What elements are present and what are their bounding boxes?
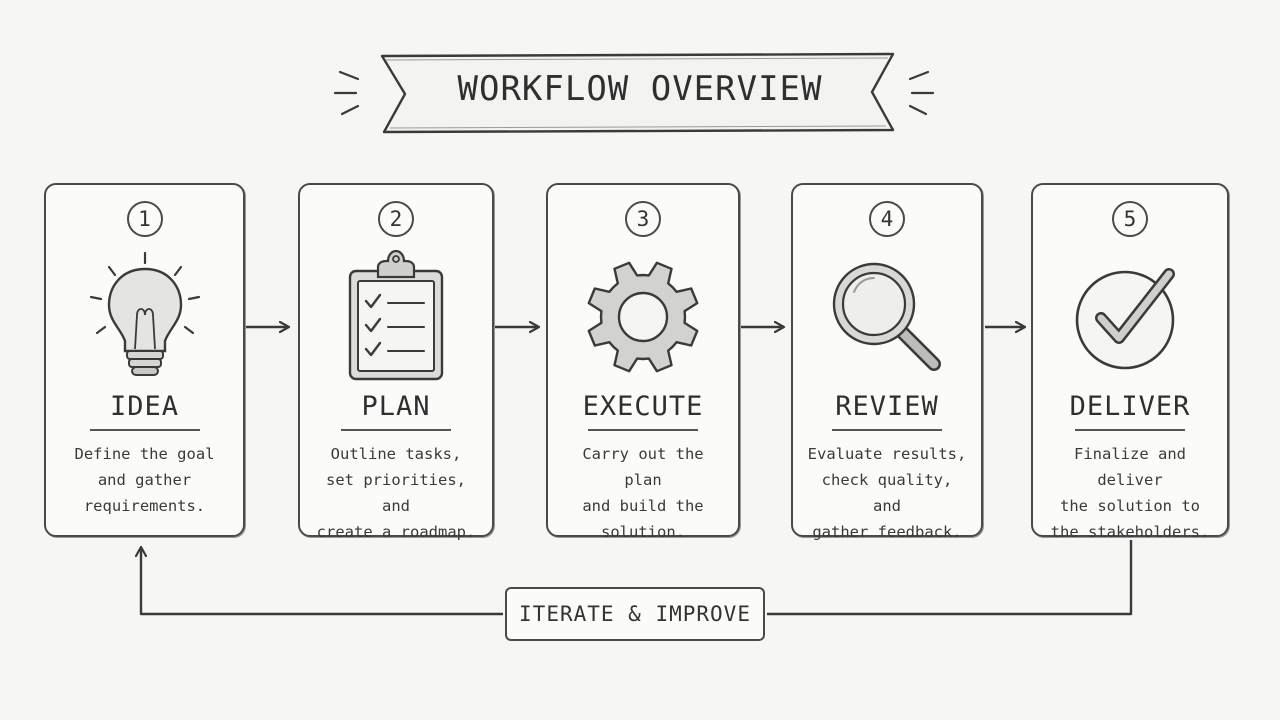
desc-line: and build the [582, 497, 704, 515]
step-number: 2 [378, 201, 414, 237]
desc-line: requirements. [83, 497, 206, 515]
title-underline [341, 429, 451, 431]
step-card-review: 4 REVIEW Evaluate results, check quality… [791, 183, 983, 541]
checkmark-circle-icon [1075, 268, 1175, 370]
desc-line: Finalize and deliver [1074, 445, 1186, 489]
title-banner: WORKFLOW OVERVIEW [390, 58, 890, 128]
magnifying-glass-icon [832, 262, 941, 371]
step-title: DELIVER [1069, 391, 1191, 422]
gear-icon [587, 261, 699, 373]
desc-line: Define the goal [74, 445, 215, 463]
desc-line: the stakeholders. [1050, 523, 1210, 541]
desc-line: Carry out the plan [582, 445, 704, 489]
step-title: EXECUTE [582, 391, 704, 422]
desc-line: solution. [601, 523, 685, 541]
desc-line: gather feedback. [812, 523, 962, 541]
lightbulb-icon [89, 251, 200, 376]
step-description: Define the goal and gather requirements. [58, 441, 231, 519]
step-description: Evaluate results, check quality, and gat… [805, 441, 969, 545]
desc-line: and gather [97, 471, 192, 489]
step-description: Finalize and deliver the solution to the… [1045, 441, 1215, 545]
step-number: 1 [126, 201, 163, 237]
step-number: 4 [869, 201, 905, 237]
step-title: PLAN [361, 391, 431, 422]
desc-line: check quality, and [821, 471, 953, 515]
step-description: Carry out the plan and build the solutio… [560, 441, 726, 545]
title-underline [588, 429, 698, 431]
desc-line: create a roadmap. [316, 523, 476, 541]
step-card-plan: 2 PLAN Outline tas [298, 183, 494, 541]
step-card-execute: 3 EXECUTE Carry out the plan and build t… [546, 183, 740, 541]
step-card-deliver: 5 DELIVER Finalize and deliver the solut… [1031, 183, 1229, 541]
loop-line-left [141, 548, 503, 616]
loop-label: ITERATE & IMPROVE [519, 602, 751, 626]
step-number: 5 [1112, 201, 1148, 237]
step-number: 3 [625, 201, 661, 237]
loop-line-right [767, 540, 1133, 616]
step-card-idea: 1 IDEA Define th [44, 183, 245, 537]
desc-line: set priorities, and [326, 471, 466, 515]
desc-line: Outline tasks, [330, 445, 462, 463]
step-title: IDEA [109, 391, 180, 422]
title-underline [89, 429, 200, 431]
desc-line: the solution to [1060, 497, 1200, 515]
step-title: REVIEW [835, 391, 939, 422]
clipboard-checklist-icon [348, 249, 444, 381]
step-description: Outline tasks, set priorities, and creat… [312, 441, 480, 545]
desc-line: Evaluate results, [807, 445, 967, 463]
title-underline [1075, 429, 1185, 431]
iterate-loop-box: ITERATE & IMPROVE [505, 587, 765, 641]
title-underline [832, 429, 942, 431]
diagram-title: WORKFLOW OVERVIEW [457, 69, 823, 109]
